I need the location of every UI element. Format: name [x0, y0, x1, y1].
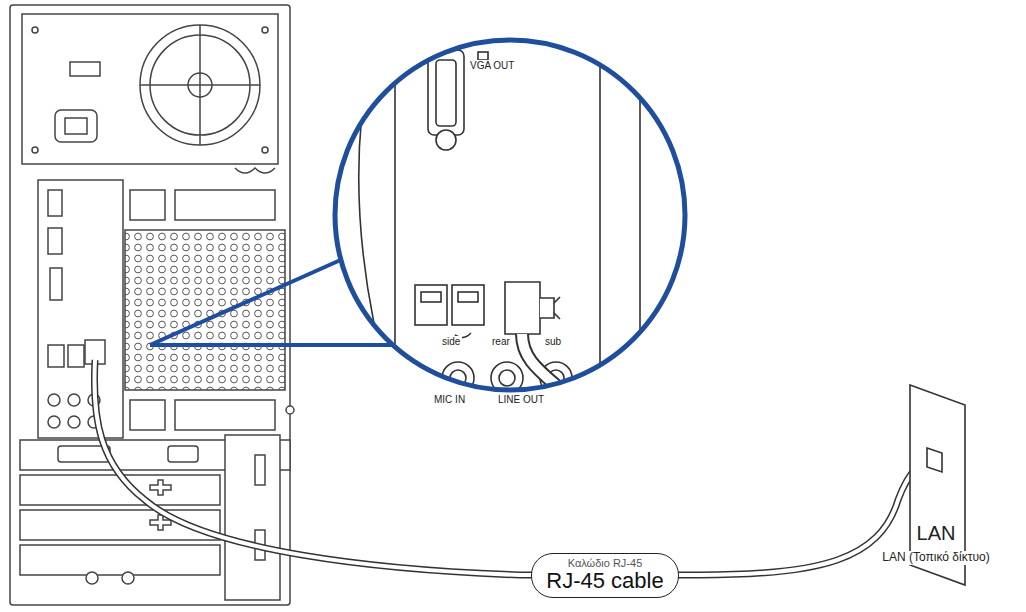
- lan-label: LAN (Τοπικό δίκτυο): [880, 551, 991, 565]
- port-label: VGA OUT: [468, 60, 516, 72]
- rj45-cable: [94, 360, 932, 575]
- lan-label: LAN: [915, 522, 958, 545]
- jack-label: rear: [490, 336, 512, 348]
- zoom-circle: [335, 40, 685, 390]
- jack-label: LINE OUT: [496, 394, 546, 406]
- jack-label: sub: [543, 336, 563, 348]
- zoom-view: [335, 40, 685, 420]
- callout-text: RJ-45 cable: [532, 569, 678, 593]
- jack-label: side: [440, 336, 462, 348]
- pc-tower: [10, 5, 294, 605]
- jack-label: MIC IN: [432, 394, 467, 406]
- cable-callout: Καλώδιο RJ-45RJ-45 cable: [531, 553, 679, 598]
- callout-subtext: Καλώδιο RJ-45: [532, 557, 678, 569]
